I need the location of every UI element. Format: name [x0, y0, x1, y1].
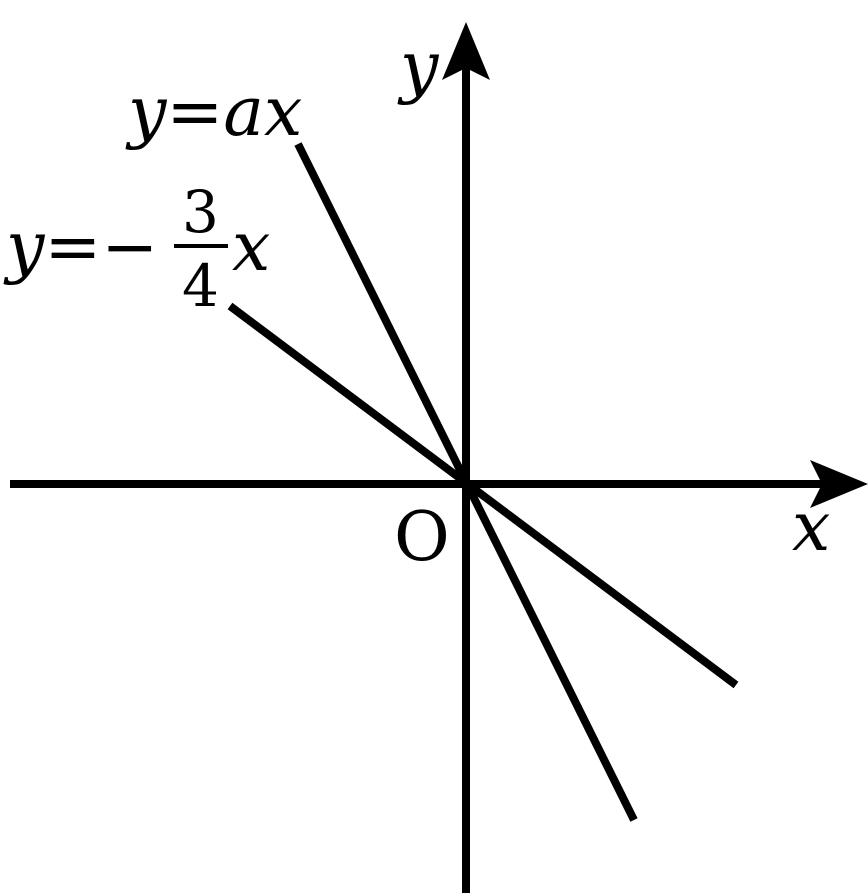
label-coefficient: a: [223, 73, 264, 152]
label-minus-sign: −: [101, 208, 158, 287]
line-label-y-equals-ax: y=ax: [125, 73, 302, 152]
label-equals: =: [44, 208, 101, 287]
x-axis-label: x: [792, 488, 830, 567]
label-lhs: y: [125, 73, 168, 152]
fraction-denominator: 4: [182, 252, 219, 320]
label-variable: x: [264, 73, 302, 152]
x-axis: x: [10, 460, 868, 567]
label-lhs: y: [3, 208, 46, 287]
x-axis-arrowhead: [810, 460, 868, 508]
label-lhs-group: y=−: [3, 208, 158, 287]
label-variable: x: [232, 208, 270, 287]
line-label-y-equals-neg-three-quarters-x: y=− 3 4 x: [3, 178, 270, 320]
y-axis-arrowhead: [442, 22, 490, 80]
y-axis-label: y: [397, 28, 440, 107]
y-axis: y: [397, 22, 490, 893]
fraction-numerator: 3: [182, 178, 219, 246]
label-equals: =: [166, 73, 223, 152]
origin-label: O: [394, 498, 450, 577]
line-y-equals-neg-three-quarters-x: [227, 302, 739, 689]
